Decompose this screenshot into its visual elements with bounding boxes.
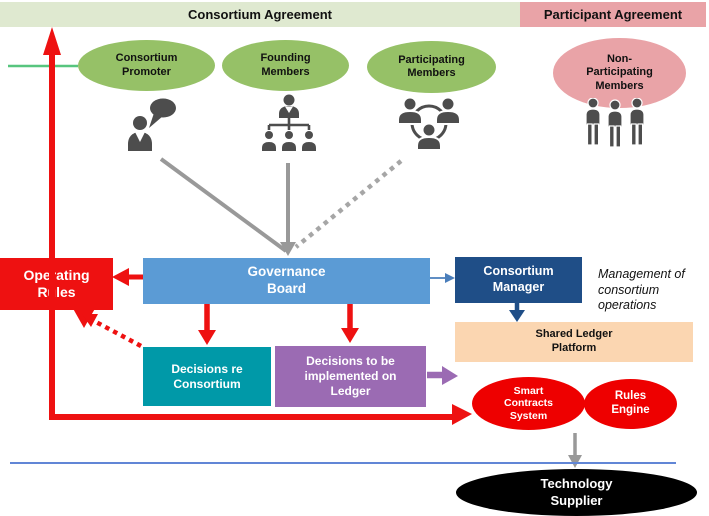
participant-agreement-header: Participant Agreement bbox=[520, 2, 706, 27]
people-circle-icon bbox=[397, 96, 461, 151]
person-speech-bubble-icon bbox=[128, 98, 176, 151]
rules-engine-node: Rules Engine bbox=[584, 379, 677, 429]
decisions-to-smart-contracts-arrow bbox=[427, 366, 458, 385]
consortium-manager-node: Consortium Manager bbox=[455, 257, 582, 303]
consortium-agreement-header: Consortium Agreement bbox=[0, 2, 520, 27]
participant-agreement-label: Participant Agreement bbox=[543, 7, 683, 22]
operating-rules-node: Operating Rules bbox=[0, 258, 113, 310]
members-to-board-connectors bbox=[159, 157, 403, 256]
systems-to-supplier-arrow bbox=[568, 433, 582, 468]
management-note: Management of consortium operations bbox=[598, 267, 685, 313]
technology-supplier-node: Technology Supplier bbox=[456, 469, 697, 516]
board-to-operating-rules-arrow bbox=[112, 268, 143, 286]
org-hierarchy-icon bbox=[262, 94, 316, 151]
founding-members-node: Founding Members bbox=[222, 40, 349, 91]
consortium-agreement-label: Consortium Agreement bbox=[188, 7, 332, 22]
non-participating-members-node: Non- Participating Members bbox=[553, 38, 686, 108]
board-to-manager-arrow bbox=[430, 273, 455, 283]
shared-ledger-platform-node: Shared Ledger Platform bbox=[455, 322, 693, 362]
operating-rules-up-arrow bbox=[43, 27, 61, 419]
decisions-to-implement-node: Decisions to be implemented on Ledger bbox=[275, 346, 426, 407]
governance-board-node: Governance Board bbox=[143, 258, 430, 304]
board-to-decisions-arrows bbox=[198, 304, 359, 345]
decisions-to-operating-rules-dotted-arrow bbox=[82, 314, 143, 348]
smart-contracts-system-node: Smart Contracts System bbox=[472, 377, 585, 430]
operating-rules-to-smart-contracts-arrow bbox=[49, 404, 472, 425]
consortium-promoter-node: Consortium Promoter bbox=[78, 40, 215, 91]
manager-to-ledger-arrow bbox=[509, 302, 525, 322]
participating-members-node: Participating Members bbox=[367, 41, 496, 93]
decisions-re-consortium-node: Decisions re Consortium bbox=[143, 347, 271, 406]
